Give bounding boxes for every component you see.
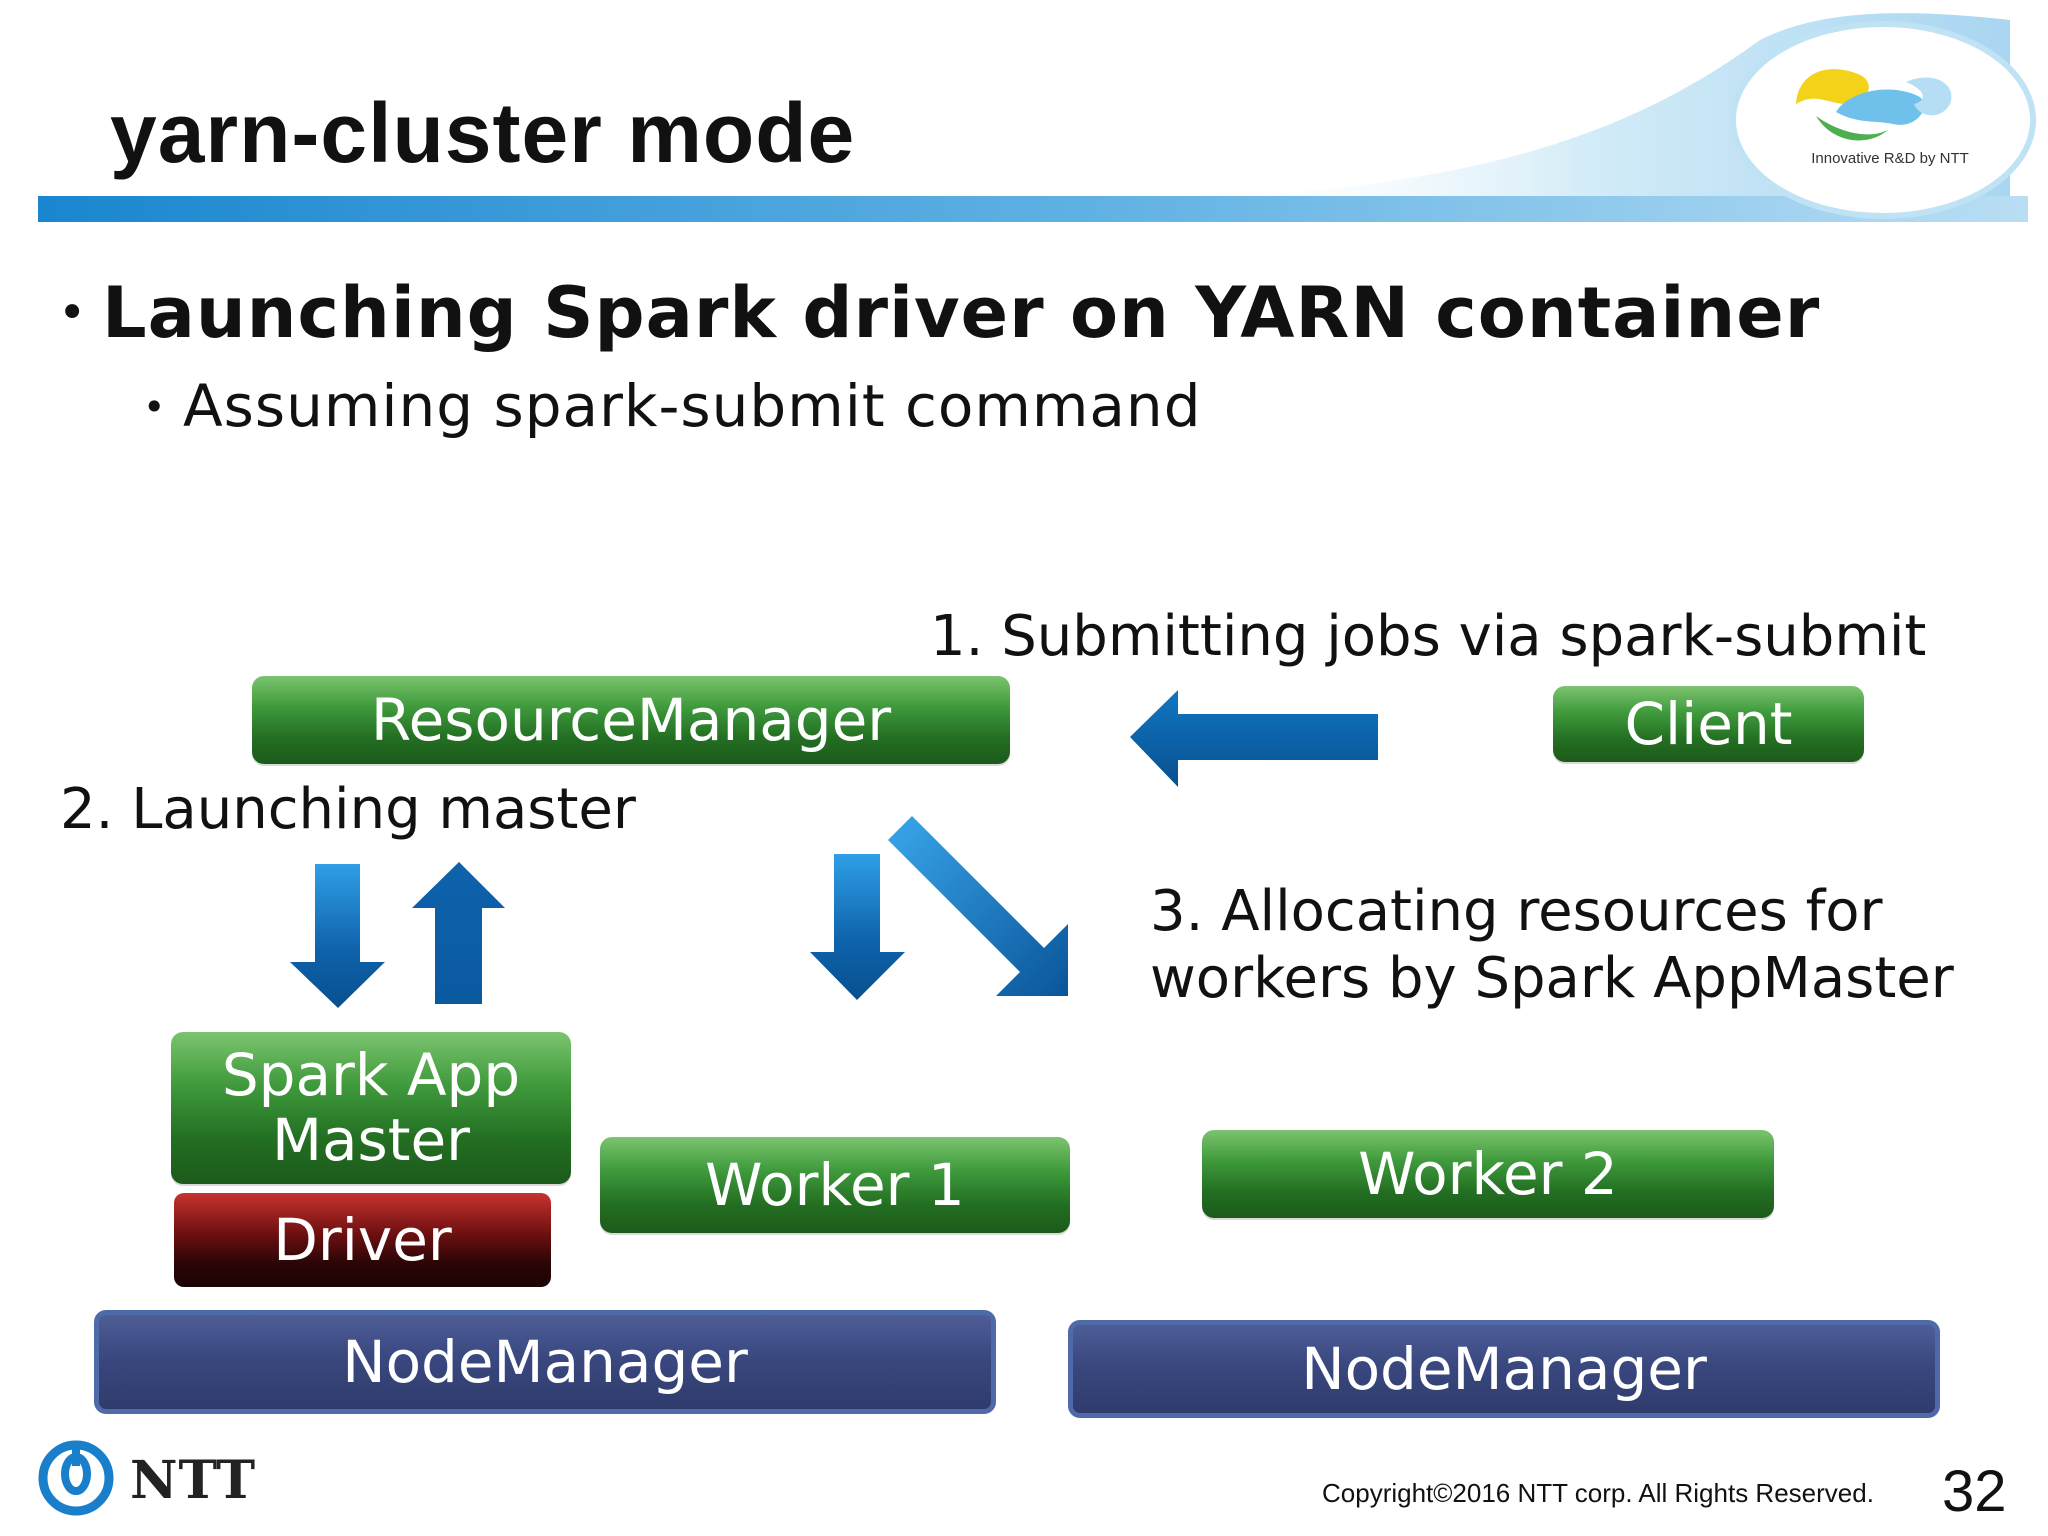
swirl-logo-icon	[1796, 69, 1952, 141]
step-3-line-2: workers by Spark AppMaster	[1150, 946, 1954, 1012]
slide-title: yarn-cluster mode	[110, 86, 856, 180]
bullet-marker: •	[58, 285, 87, 341]
worker-1-box: Worker 1	[600, 1137, 1070, 1233]
page-number: 32	[1942, 1459, 2007, 1524]
logo-tagline: Innovative R&D by NTT	[1811, 150, 1969, 167]
ntt-wordmark: NTT	[130, 1450, 257, 1511]
resourcemanager-box: ResourceManager	[252, 676, 1010, 764]
arrow-master-to-rm-up-icon	[412, 862, 505, 1004]
arrow-rm-to-worker1-icon	[810, 854, 905, 1000]
step-label-submitting-jobs: 1. Submitting jobs via spark-submit	[930, 604, 1927, 669]
worker-2-box: Worker 2	[1202, 1130, 1774, 1218]
nodemanager-2-box: NodeManager	[1068, 1320, 1940, 1418]
copyright-text: Copyright©2016 NTT corp. All Rights Rese…	[1322, 1478, 1874, 1508]
spark-app-master-box: Spark App Master	[171, 1032, 571, 1184]
driver-box: Driver	[174, 1193, 551, 1287]
sub-bullet-marker: •	[143, 385, 166, 429]
arrow-rm-to-worker2-icon	[888, 816, 1068, 996]
step-label-allocating-resources: 3. Allocating resources for workers by S…	[1150, 878, 1954, 1012]
bullet-sub: Assuming spark-submit command	[183, 372, 1202, 440]
client-box: Client	[1553, 686, 1864, 762]
spark-app-master-line-1: Spark App	[221, 1041, 521, 1110]
brand-logo-badge	[1730, 21, 2036, 219]
nodemanager-1-box: NodeManager	[94, 1310, 996, 1414]
step-label-launching-master: 2. Launching master	[60, 777, 636, 842]
bullet-main: Launching Spark driver on YARN container	[102, 272, 1821, 354]
arrow-rm-to-master-down-icon	[290, 864, 385, 1008]
ntt-ring-logo-icon	[38, 1440, 114, 1516]
arrow-client-to-rm-icon	[1130, 690, 1378, 787]
spark-app-master-line-2: Master	[271, 1106, 471, 1174]
step-3-line-1: 3. Allocating resources for	[1150, 879, 1883, 944]
